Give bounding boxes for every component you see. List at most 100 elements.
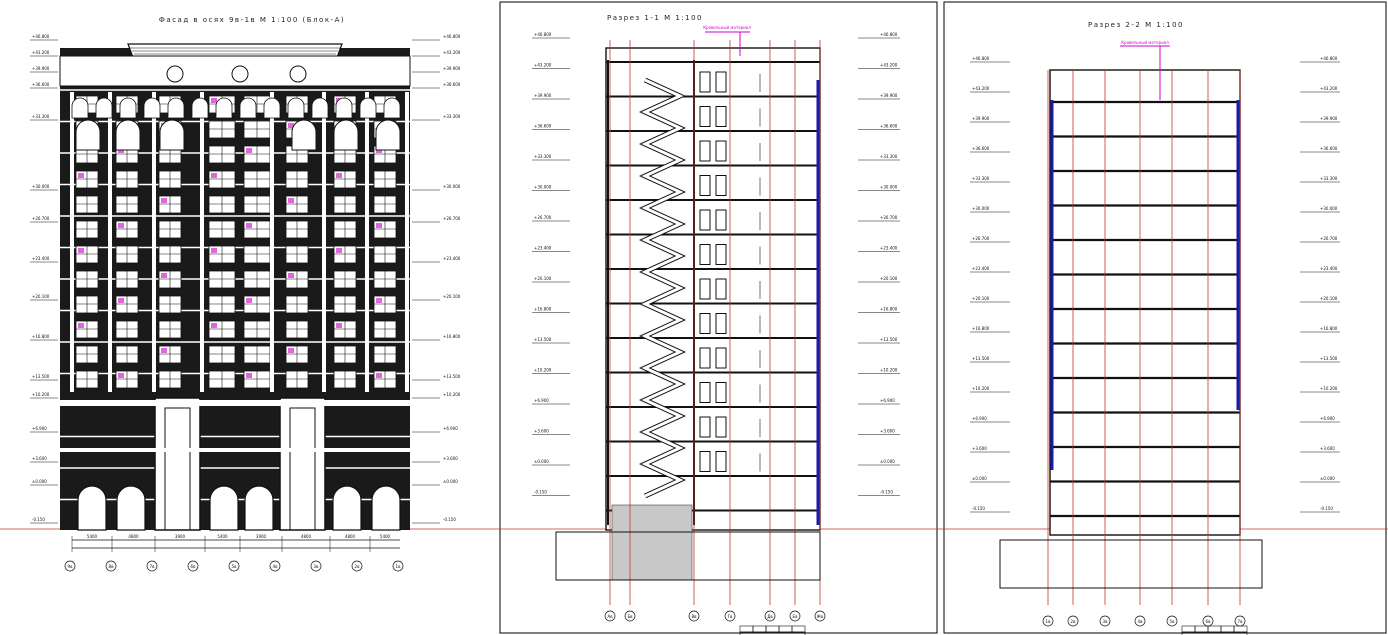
elev-mark-label: +10.200	[534, 368, 552, 373]
elev-mark-label: -0.150	[534, 490, 547, 495]
elev-mark-label: +6.900	[1320, 416, 1335, 421]
door-opening	[699, 278, 711, 300]
title-block-cell	[765, 625, 780, 633]
door-opening	[715, 416, 727, 438]
window-pink-mark	[211, 173, 217, 178]
podium-cornice	[60, 400, 410, 406]
axis-bubble	[187, 560, 199, 572]
door-opening	[699, 382, 711, 403]
door-opening	[699, 416, 711, 438]
dim-value: 5400	[87, 534, 98, 539]
attic-arch	[263, 97, 281, 119]
window-pink-mark	[336, 173, 342, 178]
top-arch-window	[115, 119, 141, 151]
window-pink-mark	[336, 248, 342, 253]
door-opening	[699, 175, 711, 196]
elev-mark-label: -0.150	[972, 506, 985, 511]
door-opening	[715, 71, 727, 93]
dim-value: 4800	[345, 534, 356, 539]
section-2-title: Разрез 2-2 М 1:100	[1088, 21, 1184, 29]
elev-mark-label: +26.700	[1320, 236, 1338, 241]
window-pink-mark	[336, 323, 342, 328]
ground-arch	[209, 485, 239, 531]
axis-bubble	[764, 610, 776, 622]
door-opening	[715, 451, 727, 472]
section2-basement	[999, 539, 1263, 589]
elev-mark-label: +20.100	[32, 294, 50, 299]
elev-mark-label: +13.500	[534, 337, 552, 342]
annotation-text-2: Кровельный материал	[1121, 40, 1169, 45]
door-opening	[699, 313, 711, 334]
door-opening	[715, 278, 727, 300]
sheet-frame-section-1	[499, 1, 938, 634]
title-block-cell	[791, 625, 806, 633]
elev-mark-label: +39.900	[534, 93, 552, 98]
top-arch-window	[75, 119, 101, 151]
elev-mark-label: +43.200	[1320, 86, 1338, 91]
elev-mark-label: +33.300	[534, 154, 552, 159]
ground-arch	[77, 485, 107, 531]
elev-mark-label: +33.300	[880, 154, 898, 159]
facade-title: Фасад в осях 9в-1в М 1:100 (Блок-А)	[159, 16, 345, 24]
dim-value: 4800	[128, 534, 139, 539]
window-pink-mark	[211, 98, 217, 103]
axis-label: 5в	[232, 564, 238, 569]
axis-bubble	[688, 610, 700, 622]
elev-mark-label: +43.200	[972, 86, 990, 91]
top-arch-window	[375, 119, 401, 151]
axis-label: Дв	[767, 614, 773, 619]
elev-mark-label: +30.000	[972, 206, 990, 211]
elev-mark-label: -0.150	[32, 517, 45, 522]
door-opening	[699, 71, 711, 93]
axis-bubble	[724, 610, 736, 622]
window-pink-mark	[376, 223, 382, 228]
elev-mark-label: +6.900	[880, 398, 895, 403]
door-opening	[699, 140, 711, 162]
stair-flights-inner	[641, 78, 684, 498]
attic-arch	[119, 97, 137, 119]
dim-value: 5400	[217, 534, 228, 539]
pilaster	[200, 92, 204, 392]
axis-label: 7в	[1238, 619, 1244, 624]
elev-mark-label: +23.400	[880, 246, 898, 251]
top-arch-window	[159, 119, 185, 151]
window-pink-mark	[288, 123, 294, 128]
ground-arch	[371, 485, 401, 531]
elev-mark-label: +33.300	[972, 176, 990, 181]
axis-label: 2в	[1071, 619, 1077, 624]
elev-mark-label: +36.600	[443, 82, 461, 87]
ground-arch	[116, 485, 146, 531]
axis-bubble	[269, 560, 281, 572]
axis-label: 3в	[1103, 619, 1109, 624]
elev-mark-label: +43.200	[32, 50, 50, 55]
door-opening	[715, 382, 727, 403]
elev-mark-label: +23.400	[443, 256, 461, 261]
dim-value: 3900	[256, 534, 267, 539]
elev-mark-label: +46.800	[534, 32, 552, 37]
axis-label: 1в	[1046, 619, 1052, 624]
window-pink-mark	[376, 298, 382, 303]
elev-mark-label: +26.700	[880, 215, 898, 220]
axis-label: 5в	[1170, 619, 1176, 624]
title-block-cell	[1194, 625, 1209, 633]
attic-arch	[167, 97, 185, 119]
window-pink-mark	[246, 223, 252, 228]
ground-arch	[244, 485, 274, 531]
elev-mark-label: +20.100	[1320, 296, 1338, 301]
title-block-cell	[739, 625, 754, 633]
window-pink-mark	[288, 348, 294, 353]
door-opening	[715, 244, 727, 265]
axis-bubble	[604, 610, 616, 622]
attic-arch	[359, 97, 377, 119]
section1-outline	[605, 47, 821, 531]
axis-bubble	[392, 560, 404, 572]
axis-bubble	[1067, 615, 1079, 627]
elev-mark-label: +39.900	[880, 93, 898, 98]
dim-value: 5400	[380, 534, 391, 539]
elev-mark-label: +10.200	[880, 368, 898, 373]
elev-mark-label: +20.100	[972, 296, 990, 301]
elev-mark-label: +13.500	[32, 374, 50, 379]
axis-label: Гв	[728, 614, 733, 619]
elev-mark-label: +33.300	[443, 114, 461, 119]
